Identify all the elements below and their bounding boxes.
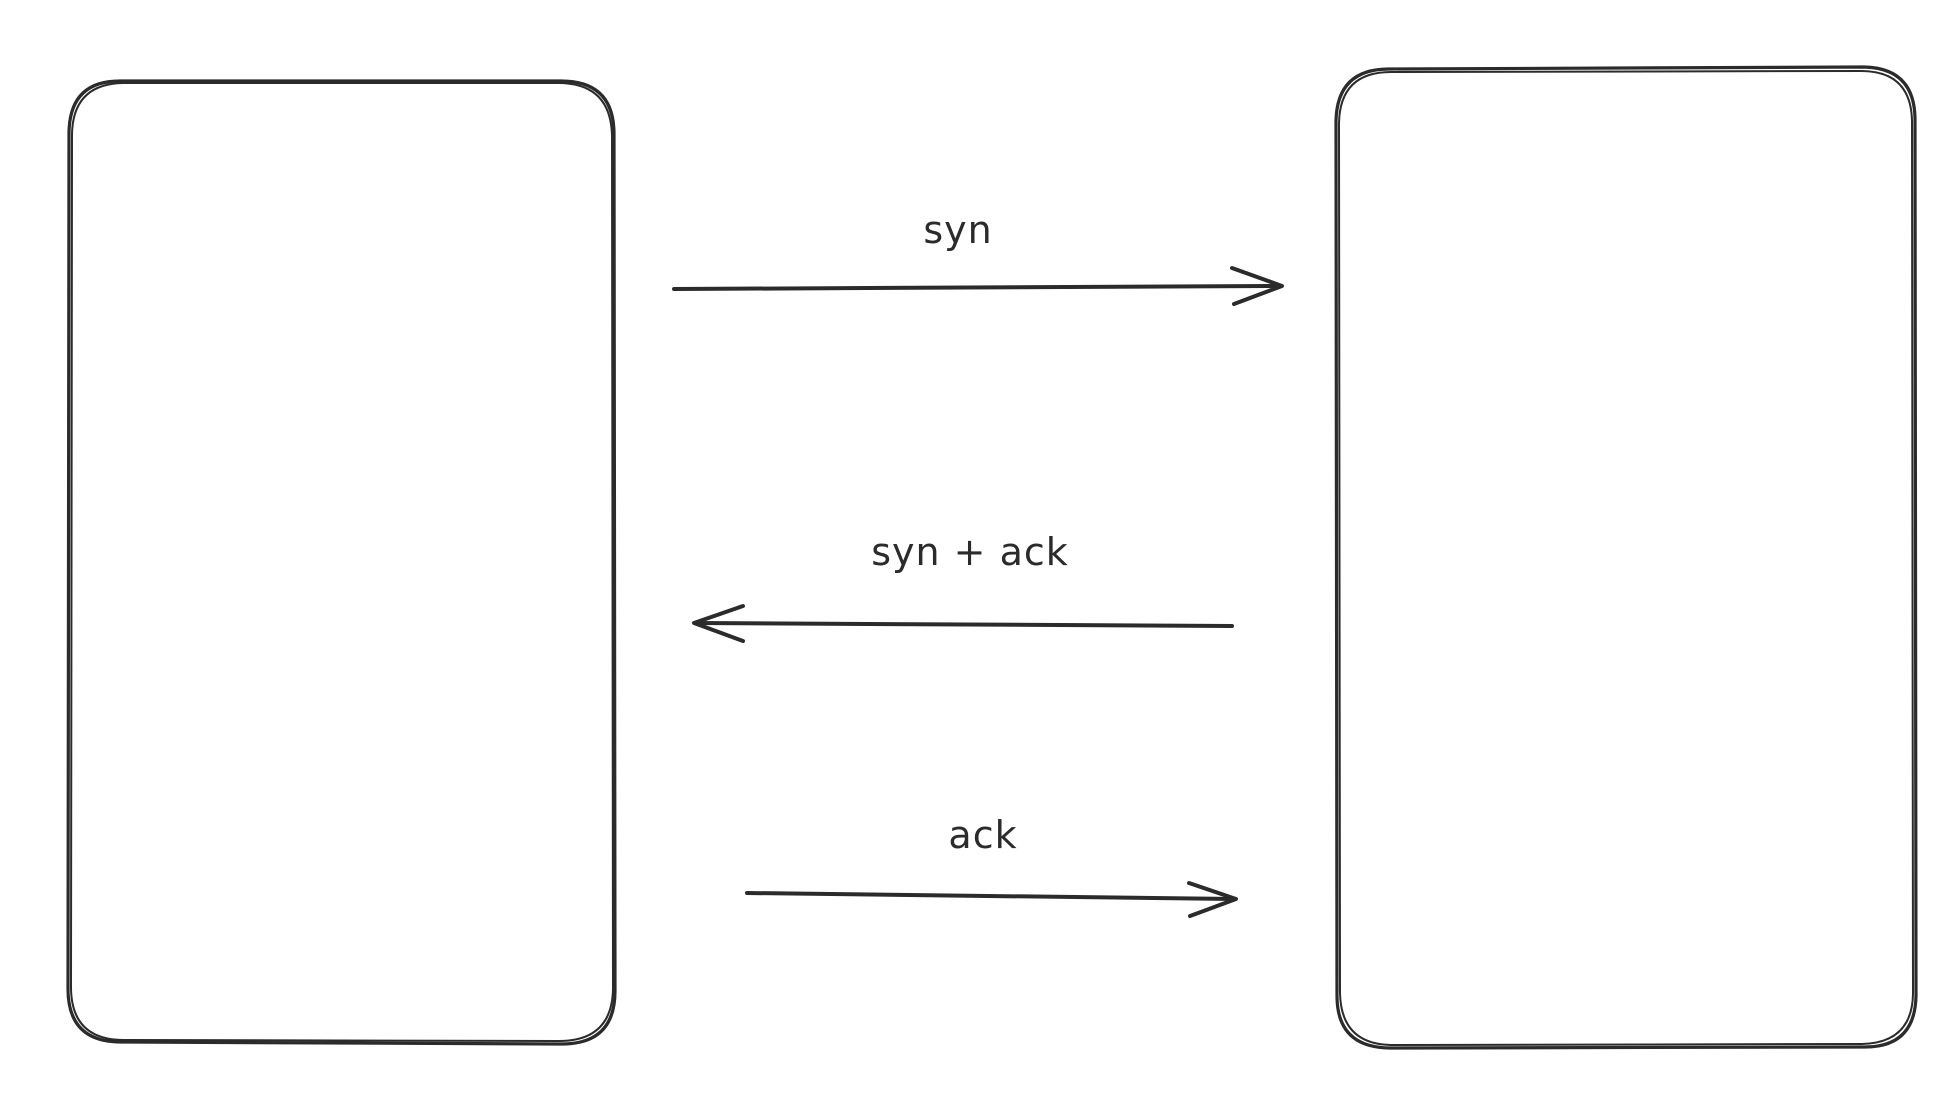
message-label-syn-ack: syn + ack xyxy=(871,530,1069,574)
arrow-syn[interactable] xyxy=(672,266,1284,306)
message-label-syn: syn xyxy=(923,208,992,252)
left-box[interactable] xyxy=(66,79,617,1046)
message-label-ack: ack xyxy=(948,813,1017,857)
right-box[interactable] xyxy=(1334,65,1918,1050)
arrow-ack[interactable] xyxy=(745,881,1238,918)
arrow-syn-ack[interactable] xyxy=(692,604,1234,643)
